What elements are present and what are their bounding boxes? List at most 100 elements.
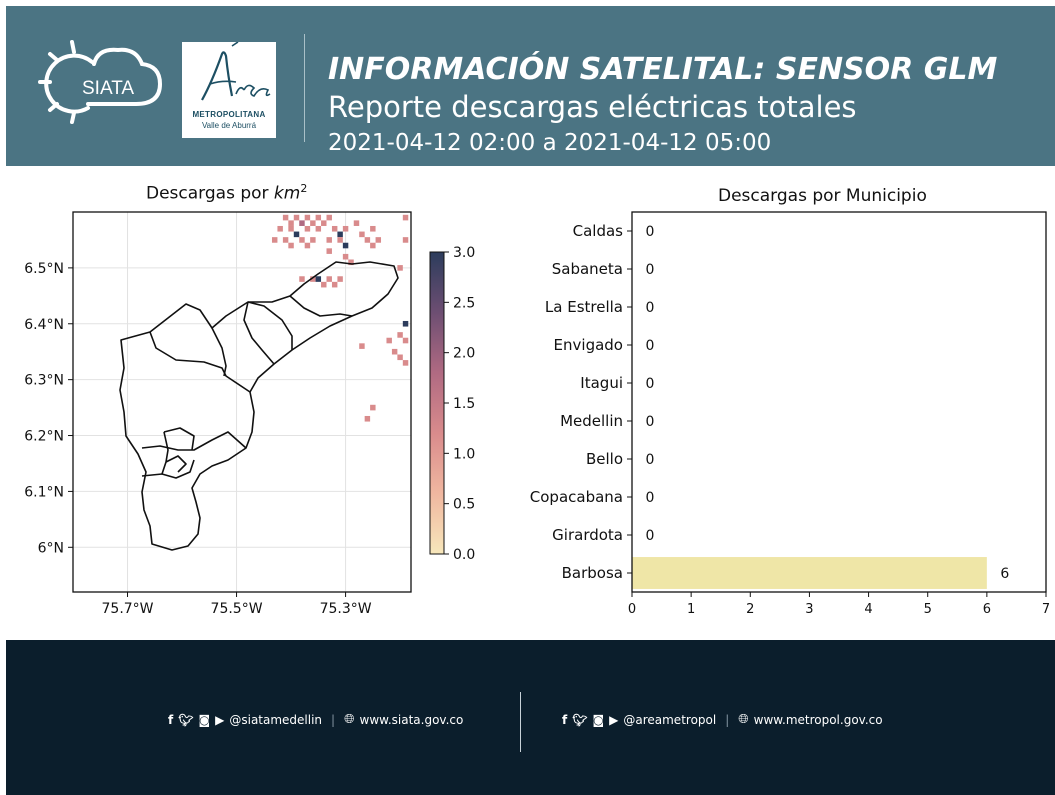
header-banner: SIATA METROPOLITANA Valle de Aburrá INFO… (6, 6, 1055, 166)
bar-value-label: 0 (646, 414, 655, 430)
heat-cell (299, 276, 305, 282)
heat-cell (315, 214, 322, 221)
map-y-tick-label: 6.4°N (24, 317, 64, 333)
heat-cell (310, 276, 316, 282)
heat-cell (402, 337, 409, 344)
bar-x-tick-label: 1 (687, 602, 695, 617)
bar-x-tick-label: 6 (983, 602, 991, 617)
heat-cell (310, 237, 316, 243)
heat-cell (304, 225, 311, 232)
bar-value-label: 0 (646, 224, 655, 240)
heat-cell (386, 337, 392, 344)
boundary-barbosa (289, 295, 353, 317)
map-x-tick-label: 75.5°W (211, 601, 263, 617)
heat-cell (321, 281, 327, 288)
heat-cell (304, 214, 311, 221)
municipality-boundaries (119, 261, 399, 551)
bar-x-tick-label: 4 (864, 602, 872, 617)
map-grid (73, 212, 411, 592)
map-title-unit: km (273, 183, 301, 204)
heat-cell (402, 320, 409, 327)
heat-cell (315, 276, 322, 282)
heat-cell (310, 220, 316, 226)
heat-cell (288, 220, 294, 226)
map-x-tick-label: 75.3°W (320, 601, 372, 617)
bar-x-tick-label: 5 (924, 602, 932, 617)
map-title-prefix: Descargas por (146, 183, 274, 204)
bar-category-label: Caldas (573, 222, 624, 240)
heat-cell (282, 214, 289, 221)
instagram-icon[interactable]: ◙ (592, 712, 605, 727)
heat-cell (370, 225, 376, 232)
heat-cell (271, 237, 278, 243)
siata-logo-text: SIATA (82, 78, 134, 99)
bar-chart-title: Descargas por Municipio (718, 186, 927, 206)
siata-handle[interactable]: @siatamedellin (229, 712, 323, 727)
bar-value-label: 0 (646, 452, 655, 468)
heat-cell (342, 253, 349, 260)
heat-cell (326, 237, 332, 243)
metropol-handle[interactable]: @areametropol (623, 712, 717, 727)
heat-cell (402, 237, 409, 243)
colorbar-tick-label: 3.0 (453, 245, 475, 261)
heat-cell (326, 248, 332, 254)
heat-cell (288, 225, 294, 232)
youtube-icon[interactable]: ▶ (215, 712, 225, 727)
bar-x-tick-label: 7 (1042, 602, 1050, 617)
bar-category-label: Itagui (580, 374, 623, 392)
area-metropolitana-logo: METROPOLITANA Valle de Aburrá (182, 41, 276, 138)
twitter-icon[interactable]: 🐦︎ (178, 712, 194, 727)
colorbar-tick-label: 2.5 (453, 295, 475, 311)
heat-cell (397, 265, 403, 271)
area-logo-script (201, 41, 271, 101)
heat-cell (288, 242, 294, 249)
footer-social-siata: f 🐦︎ ◙ ▶ @siatamedellin | 🌐︎ www.siata.g… (168, 712, 463, 727)
instagram-icon[interactable]: ◙ (198, 712, 211, 727)
colorbar-tick-label: 1.0 (453, 446, 475, 462)
heat-cell (397, 354, 403, 361)
bar-value-label: 0 (646, 528, 655, 544)
map-y-axis: 6°N6.1°N6.2°N6.3°N6.4°N6.5°N (24, 261, 73, 556)
bar-axes-frame (631, 211, 1047, 593)
map-y-tick-label: 6°N (38, 540, 64, 556)
heat-cell (342, 225, 349, 232)
heat-cell (342, 242, 349, 249)
heat-cell (337, 237, 343, 243)
heat-cell (293, 214, 300, 221)
heat-cell (375, 237, 382, 243)
heat-cell (299, 220, 305, 226)
footer-social-metropol: f 🐦︎ ◙ ▶ @areametropol | 🌐︎ www.metropol… (562, 712, 883, 727)
boundary-la-estrella (141, 459, 195, 479)
bar-value-label: 0 (646, 300, 655, 316)
map-heat-cells (271, 214, 409, 422)
heat-cell (391, 348, 398, 355)
bar-category-label: Sabaneta (552, 260, 623, 278)
heat-cell (348, 259, 354, 266)
heat-cell (293, 231, 300, 238)
heat-cell (402, 214, 409, 221)
heat-cell (353, 220, 360, 226)
colorbar-tick-label: 0.5 (453, 497, 475, 513)
colorbar-ticks: 0.00.51.01.52.02.53.0 (444, 245, 475, 563)
facebook-icon[interactable]: f (562, 712, 568, 727)
siata-website-link[interactable]: www.siata.gov.co (359, 712, 464, 727)
youtube-icon[interactable]: ▶ (609, 712, 619, 727)
bar-value-label: 6 (1000, 566, 1009, 582)
metropol-website-link[interactable]: www.metropol.gov.co (753, 712, 883, 727)
footer: f 🐦︎ ◙ ▶ @siatamedellin | 🌐︎ www.siata.g… (6, 640, 1055, 795)
heat-cell (370, 404, 376, 411)
twitter-icon[interactable]: 🐦︎ (572, 712, 588, 727)
map-y-tick-label: 6.2°N (24, 429, 64, 445)
map-axes-frame (72, 211, 412, 593)
globe-icon: 🌐︎ (738, 712, 749, 727)
boundary-envigado (141, 431, 247, 451)
heat-cell (321, 220, 327, 226)
area-logo-line2: Valle de Aburrá (201, 121, 257, 130)
map-y-tick-label: 6.1°N (24, 484, 64, 500)
map-title-exponent: 2 (300, 182, 308, 195)
bar-category-label: Bello (586, 450, 623, 468)
facebook-icon[interactable]: f (168, 712, 174, 727)
